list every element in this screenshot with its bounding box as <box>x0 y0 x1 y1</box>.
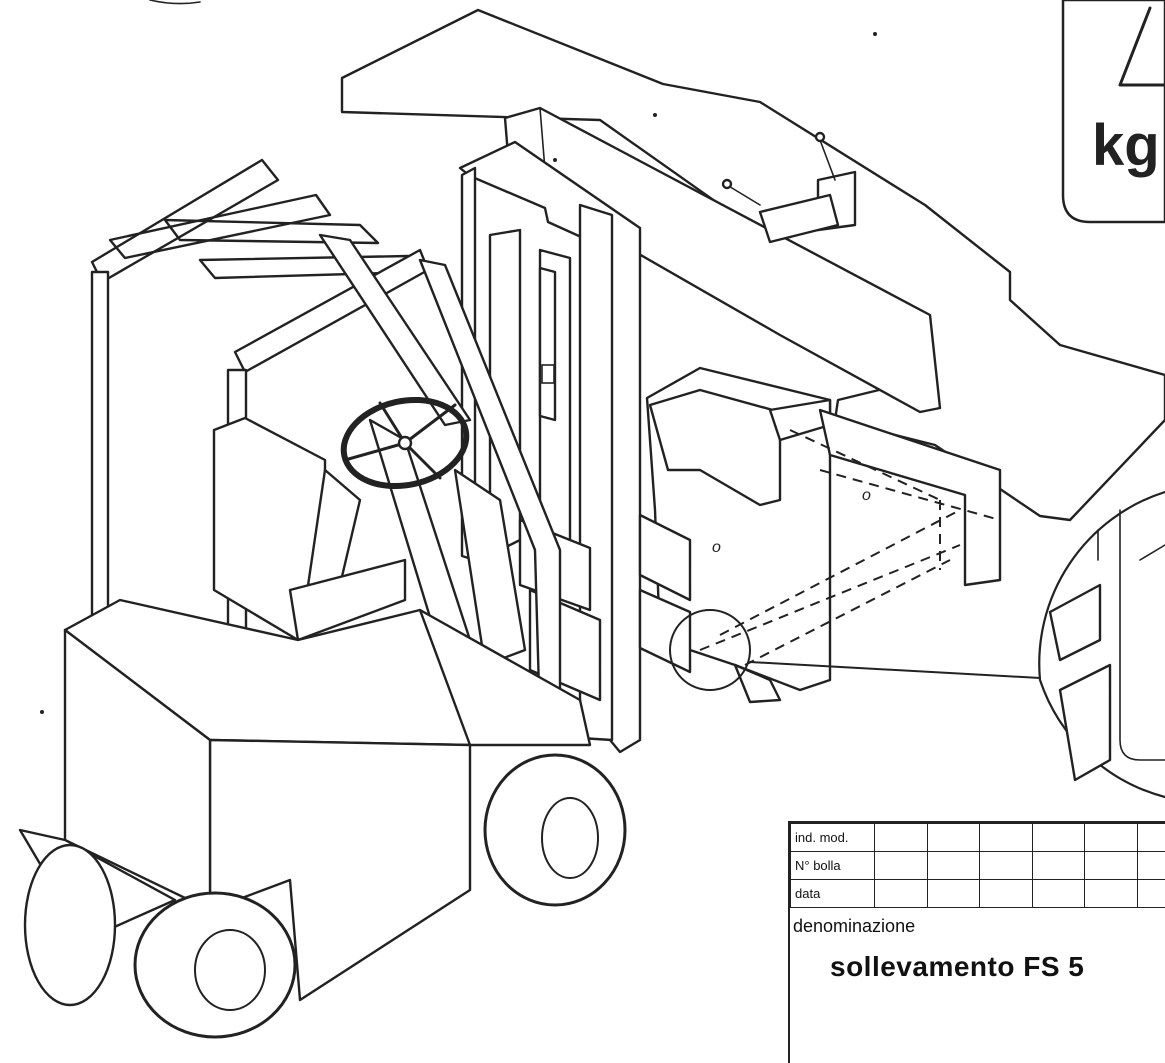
svg-text:o: o <box>862 487 871 504</box>
warning-sign: kg <box>1063 0 1165 222</box>
row-label-data: data <box>791 880 875 908</box>
warning-sign-text: kg <box>1092 113 1160 178</box>
title-block: ind. mod. N° bolla data denominazione so… <box>788 821 1165 1063</box>
table-row: data <box>791 880 1165 908</box>
table-row: ind. mod. <box>791 824 1165 852</box>
row-label-n-bolla: N° bolla <box>791 852 875 880</box>
svg-text:o: o <box>712 539 721 556</box>
denomination-value: sollevamento FS 5 <box>830 951 1084 983</box>
denomination-label: denominazione <box>793 916 915 937</box>
partial-arc-top-left <box>150 0 200 4</box>
row-label-ind-mod: ind. mod. <box>791 824 875 852</box>
table-row: N° bolla <box>791 852 1165 880</box>
fork-detail-icon <box>1039 492 1165 797</box>
revision-table: ind. mod. N° bolla data <box>790 823 1165 908</box>
